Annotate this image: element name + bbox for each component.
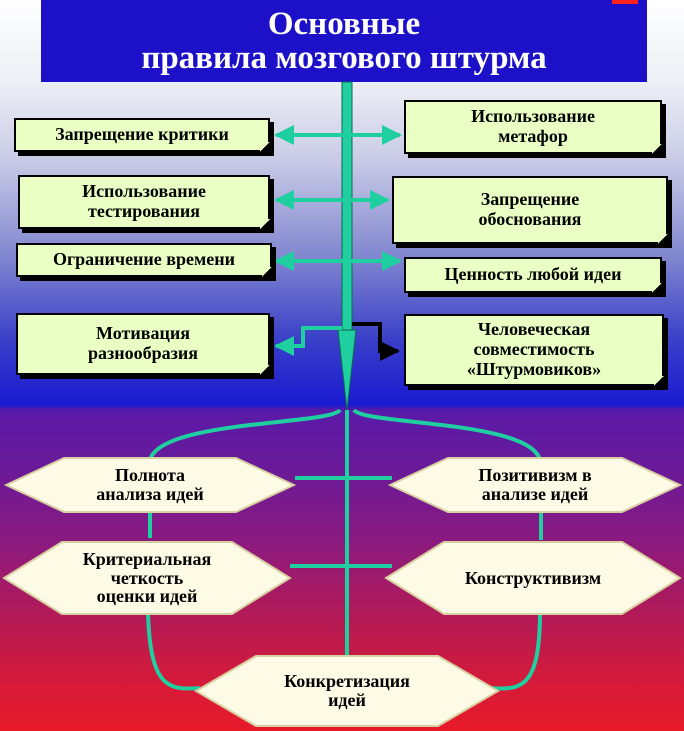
branch-right [352,408,542,461]
principle-text: Критериальная четкость оценки идей [82,548,212,607]
rule-text: Использование метафор [471,106,595,146]
curve-bottom-right [489,611,542,691]
rule-text: Ценность любой идеи [444,264,622,285]
hexagon-shape [388,457,682,513]
title-line-2: правила мозгового штурма [141,39,547,76]
hexagon-shape [4,457,296,513]
rule-card-left-3: Ограничение времени [16,243,272,277]
rule-text: Мотивация разнообразия [88,323,198,363]
principle-bottom: Конкретизация идей [194,654,500,728]
corner-red-mark [612,0,638,4]
hexagon-shape [384,541,682,615]
principle-text: Полнота анализа идей [96,465,204,504]
rule-card-left-2: Использование тестирования [18,175,270,229]
rule-text: Запрещение обоснования [478,189,582,229]
branch-left [148,408,342,461]
rule-text: Запрещение критики [55,124,229,145]
principle-right-mid: Конструктивизм [384,540,682,616]
rule-card-left-1: Запрещение критики [14,118,270,152]
rule-text: Человеческая совместимость «Штурмовиков» [466,319,602,379]
corner-strip [648,0,684,6]
rule-card-right-2: Запрещение обоснования [392,176,668,244]
rule-card-right-3: Ценность любой идеи [404,257,662,293]
title-line-1: Основные [267,5,421,42]
rule-card-right-1: Использование метафор [404,100,662,154]
curve-bottom-left [146,611,201,691]
arrow-row-4-left [274,326,342,356]
hexagon-shape [2,541,292,615]
title-banner: Основные правила мозгового штурма [41,0,647,82]
central-spike [337,329,357,411]
principle-left-top: Полнота анализа идей [4,456,296,514]
principle-text: Конкретизация идей [284,671,410,710]
central-trunk [341,81,353,331]
hexagon-shape [194,655,500,727]
principle-text: Конструктивизм [464,567,602,588]
principle-text: Позитивизм в анализе идей [478,465,592,504]
principle-right-top: Позитивизм в анализе идей [388,456,682,514]
arrow-row-4-right [352,322,400,361]
rule-text: Использование тестирования [82,181,206,221]
principle-left-mid: Критериальная четкость оценки идей [2,540,292,616]
rule-text: Ограничение времени [52,249,235,270]
rule-card-left-4: Мотивация разнообразия [16,313,270,375]
rule-card-right-4: Человеческая совместимость «Штурмовиков» [404,314,664,386]
